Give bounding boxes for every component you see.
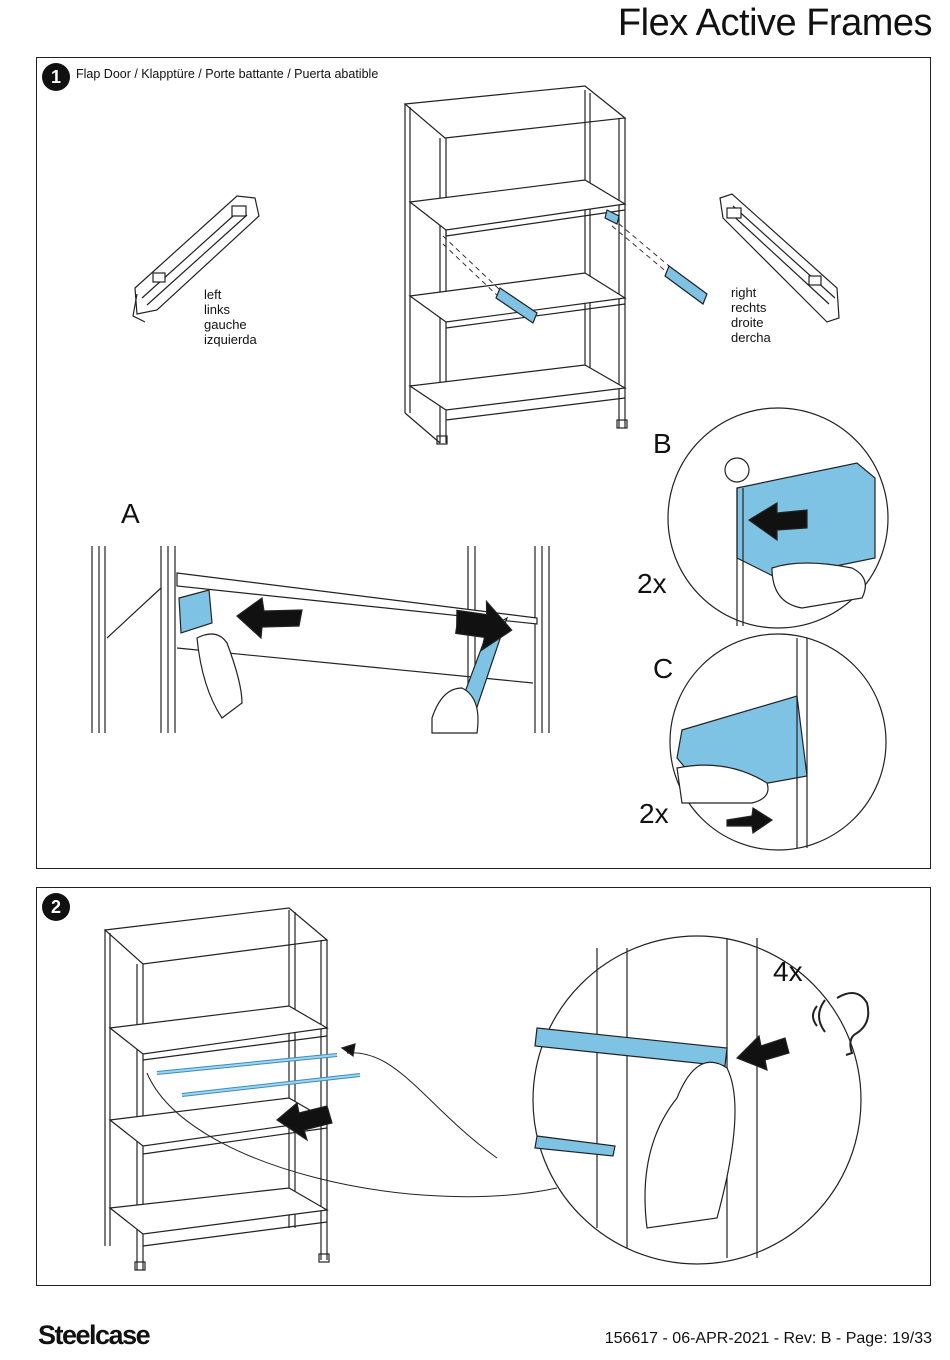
right-label-fr: droite	[731, 315, 771, 330]
document-footer-info: 156617 - 06-APR-2021 - Rev: B - Page: 19…	[605, 1330, 932, 1348]
left-label-fr: gauche	[204, 317, 257, 332]
step-1-panel: 1 Flap Door / Klapptüre / Porte battante…	[36, 57, 931, 869]
detail-b-count: 2x	[637, 568, 667, 600]
right-label-es: dercha	[731, 330, 771, 345]
left-label-en: left	[204, 287, 257, 302]
detail-b-letter: B	[653, 428, 672, 460]
step-2-panel: 2 4x	[36, 887, 931, 1286]
detail-a-drawing	[92, 546, 549, 733]
detail-a-letter: A	[121, 498, 140, 530]
detail-c-drawing	[670, 634, 886, 850]
step-2-badge: 2	[42, 893, 70, 921]
detail-c-count: 2x	[639, 798, 669, 830]
step-2-illustration	[37, 888, 932, 1287]
right-label-en: right	[731, 285, 771, 300]
shelf-unit-drawing	[405, 86, 707, 444]
detail-b-drawing	[668, 408, 888, 628]
step-2-detail-drawing	[533, 936, 868, 1264]
document-title: Flex Active Frames	[618, 2, 932, 45]
right-label: right rechts droite dercha	[731, 285, 771, 345]
step-1-illustration	[37, 58, 932, 870]
left-label-es: izquierda	[204, 332, 257, 347]
detail-c-letter: C	[653, 653, 673, 685]
right-label-de: rechts	[731, 300, 771, 315]
left-label-de: links	[204, 302, 257, 317]
step-1-caption: Flap Door / Klapptüre / Porte battante /…	[76, 67, 378, 81]
step-2-count: 4x	[773, 956, 803, 988]
steelcase-logo: Steelcase	[38, 1320, 149, 1351]
shelf-unit-step2-drawing	[105, 908, 360, 1270]
left-label: left links gauche izquierda	[204, 287, 257, 347]
step-1-badge: 1	[42, 63, 70, 91]
